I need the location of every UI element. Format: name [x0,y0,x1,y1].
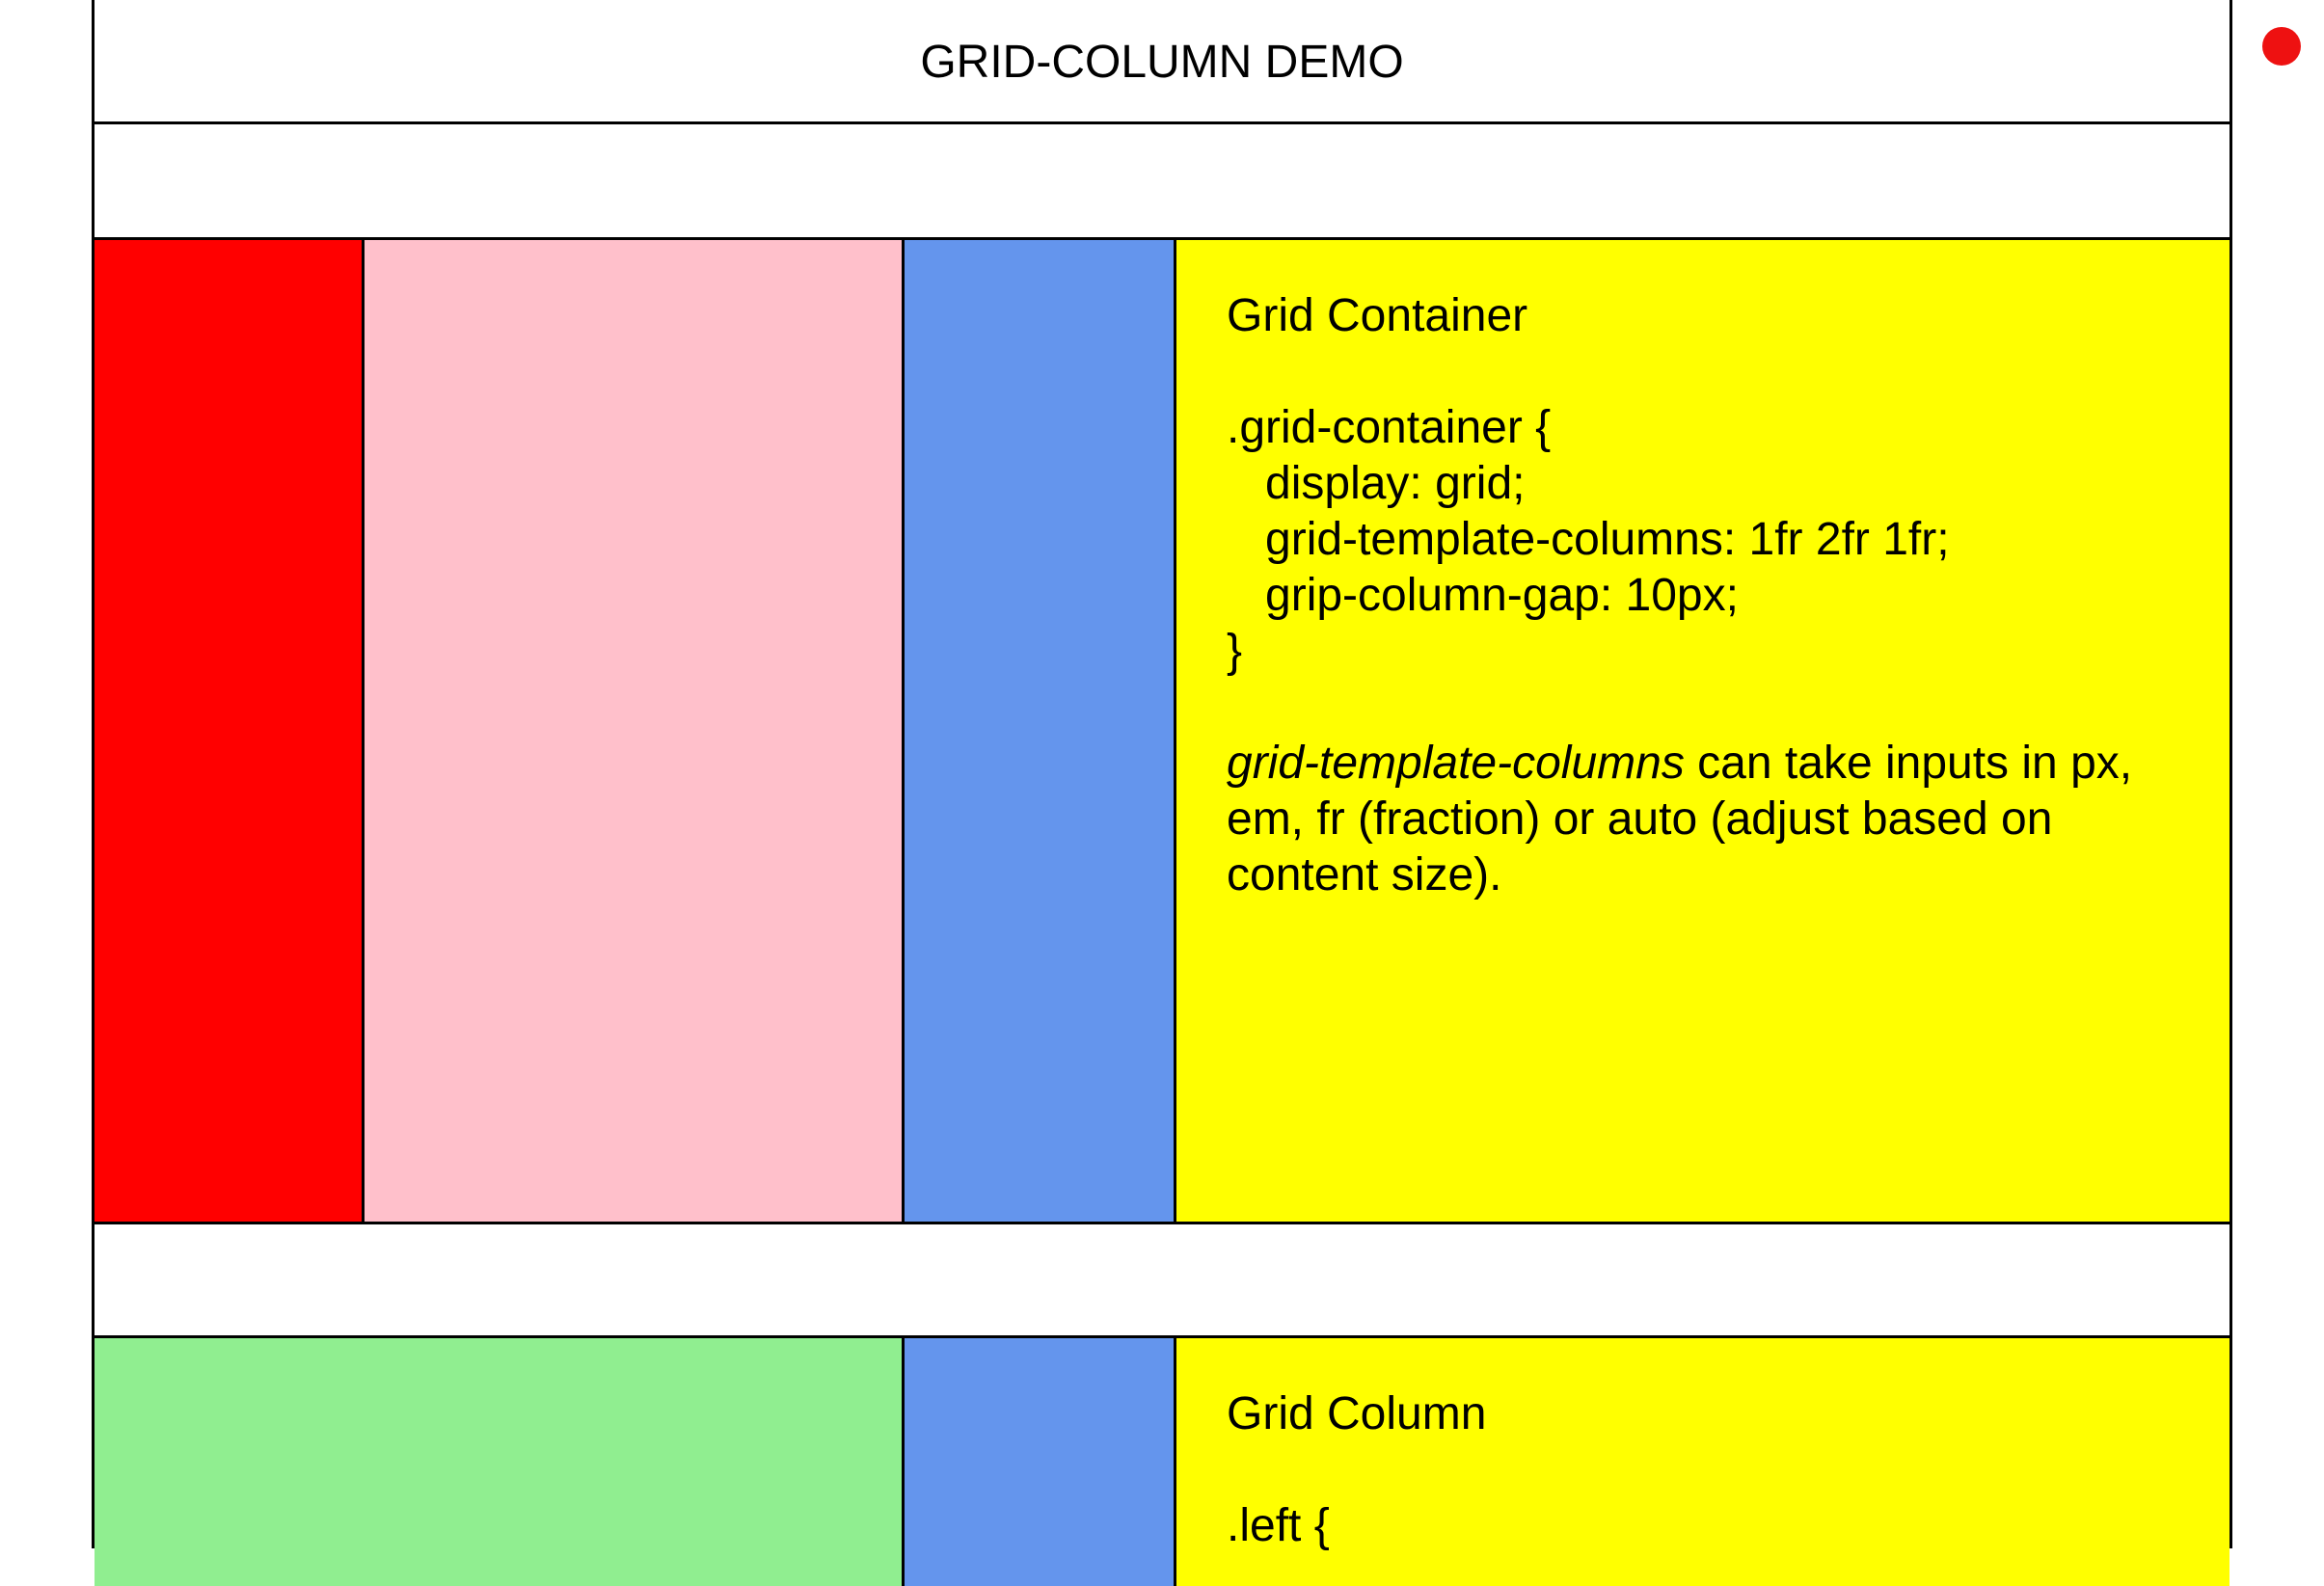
code-line: .left { [1227,1500,1330,1551]
grid-container-note: Grid Container .grid-container { display… [1174,240,2229,1222]
pink-column [362,240,902,1222]
code-block: .left { [1227,1498,2229,1554]
blue-column [902,240,1174,1222]
grid-column-note: Grid Column .left { [1174,1338,2229,1586]
grid-container-demo-row: Grid Container .grid-container { display… [95,237,2229,1224]
code-block: .grid-container { display: grid; grid-te… [1227,400,2229,680]
spacer [95,1224,2229,1338]
code-line: } [1227,626,1243,677]
property-name: grid-template-columns [1227,738,1685,789]
green-column [95,1338,902,1586]
code-line: display: grid; [1227,458,1526,509]
code-line: grid-template-columns: 1fr 2fr 1fr; [1227,514,1950,565]
note-title: Grid Column [1227,1388,1487,1439]
record-indicator-icon [2262,27,2301,66]
grid-column-demo-row: Grid Column .left { [95,1335,2229,1586]
slide-frame: GRID-COLUMN DEMO Grid Container .grid-co… [92,0,2232,1586]
red-column [95,240,362,1222]
description-text: can take inputs in px, em, fr (fraction)… [1227,738,2133,901]
blue-column [902,1338,1174,1586]
note-title: Grid Container [1227,290,1528,341]
page-title: GRID-COLUMN DEMO [95,0,2229,124]
note-description: grid-template-columns can take inputs in… [1227,736,2172,903]
code-line: .grid-container { [1227,402,1552,453]
code-line: grip-column-gap: 10px; [1227,570,1739,621]
spacer [95,124,2229,240]
